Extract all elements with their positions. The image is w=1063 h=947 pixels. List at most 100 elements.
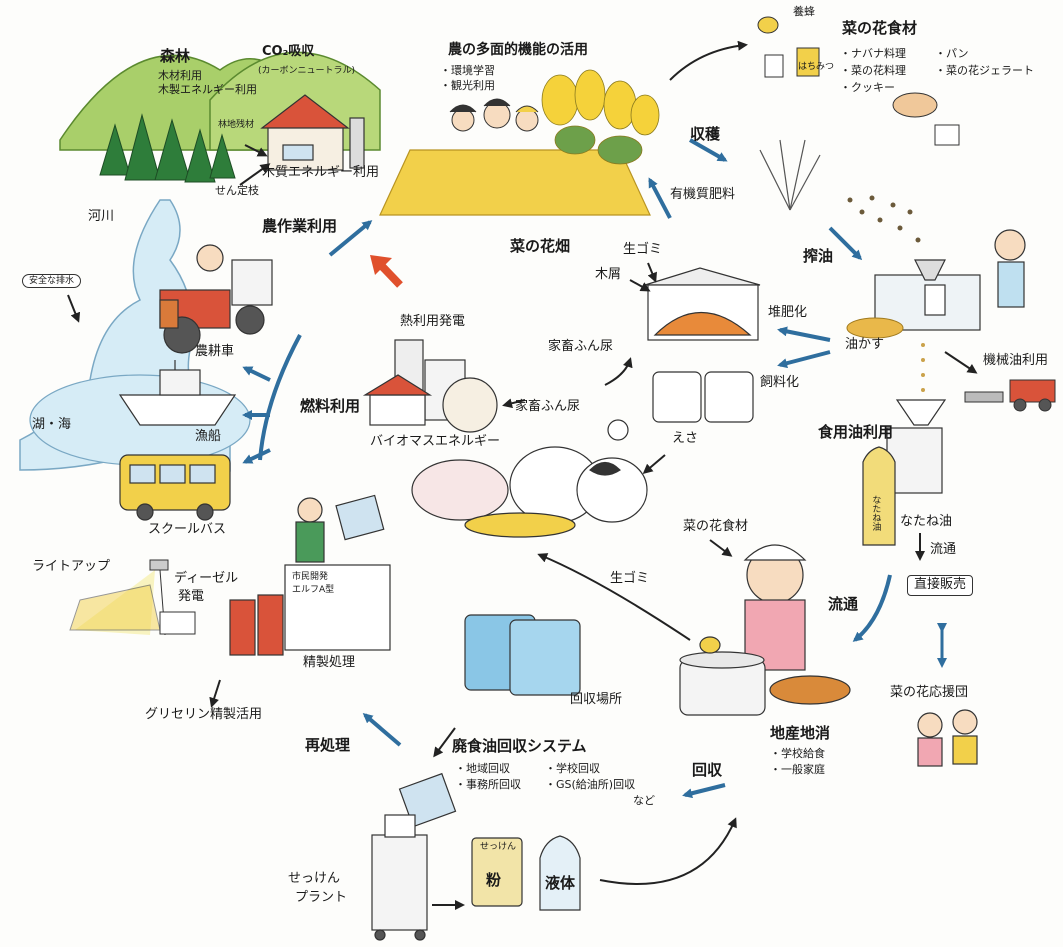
food-items — [892, 92, 960, 146]
arrow-branch — [239, 163, 271, 186]
collect-item-gas-station: ・GS(給油所)回収 — [545, 778, 636, 791]
manure-label-1: 家畜ふん尿 — [548, 339, 614, 354]
collect-item-etc: など — [633, 794, 655, 807]
direct-sale-box: 直接販売 — [907, 575, 974, 596]
oil-cake-label: 油かす — [845, 337, 885, 352]
arrow-fuel-tractor — [242, 366, 271, 382]
school-bus-label: スクールバス — [148, 522, 227, 537]
thinning-label: 林地残材 — [218, 120, 255, 130]
harvested-rapeseed — [759, 139, 821, 211]
river-label: 河川 — [88, 209, 115, 224]
collect-item-office: ・事務所回収 — [455, 778, 521, 791]
machine-name-1: 市民開発 — [292, 572, 329, 582]
lake-sea-label: 湖・海 — [32, 417, 72, 432]
arrow-soap-up — [599, 817, 737, 885]
food-title: 菜の花食材 — [842, 19, 918, 37]
esa-label: えさ — [672, 431, 699, 446]
soap-bags — [471, 835, 581, 911]
collect-item-school: ・学校回収 — [545, 762, 600, 775]
fuel-use-label: 燃料利用 — [300, 397, 361, 415]
tractor-label: 農耕車 — [195, 344, 235, 359]
arrow-farm-work — [328, 220, 373, 257]
machine-name-2: エルフA型 — [292, 585, 335, 595]
arrow-food-in — [709, 539, 733, 557]
forest-trees — [99, 113, 236, 183]
light-up-label: ライトアップ — [32, 559, 111, 574]
fishing-boat-label: 漁船 — [195, 429, 222, 444]
cooking-oil-label: 食用油利用 — [818, 423, 894, 441]
arrow-fuel — [258, 334, 302, 461]
harvest-label: 収穫 — [690, 125, 721, 143]
co2-title: CO₂吸収 — [262, 44, 315, 59]
co2-subtitle: (カーボンニュートラル) — [258, 66, 356, 76]
machine-oil-label: 機械油利用 — [983, 353, 1049, 368]
collection-label: 回収 — [692, 761, 723, 779]
powder-label: 粉 — [486, 871, 502, 889]
oil-cake-pile — [846, 317, 904, 339]
arrow-harvest — [689, 138, 728, 162]
feed-label: 飼料化 — [760, 375, 800, 390]
waste-oil-system-title: 廃食油回収システム — [452, 737, 587, 755]
organic-fertilizer-label: 有機質肥料 — [670, 187, 736, 202]
food-item-cookie: ・クッキー — [840, 81, 895, 94]
tractor — [159, 244, 273, 354]
distribution-label-1: 流通 — [930, 542, 957, 557]
bottle-label: なたね油 — [870, 495, 881, 531]
arrow-manure-up — [604, 357, 633, 386]
pouring-tank — [398, 772, 457, 828]
arrow-garbage — [647, 262, 657, 283]
food-item-bread: ・パン — [935, 47, 969, 60]
forest-item-energy: 木製エネルギー利用 — [158, 83, 257, 96]
collection-point-label: 回収場所 — [570, 692, 623, 707]
oil-press — [874, 229, 1026, 331]
arrow-manure-left — [502, 398, 526, 409]
oil-drips — [921, 343, 925, 392]
glycerin-label: グリセリン精製活用 — [145, 707, 263, 722]
seeds — [847, 195, 921, 243]
collect-item-community: ・地域回収 — [455, 762, 510, 775]
soap-plant-label-1: せっけん — [288, 871, 341, 886]
food-ingredients-label: 菜の花食材 — [683, 519, 749, 534]
biomass-plant — [362, 339, 498, 433]
bee-and-jars — [757, 16, 820, 78]
distribution-label-2: 流通 — [828, 595, 859, 613]
arrow-esa — [642, 454, 666, 474]
arrow-press — [828, 226, 863, 261]
arrow-organic — [648, 177, 672, 219]
arrow-system — [433, 727, 456, 758]
compost-shed — [644, 267, 761, 341]
arrow-distribution — [852, 574, 892, 642]
light-up — [69, 559, 196, 636]
rapeseed-field-label: 菜の花畑 — [510, 237, 571, 255]
wood-energy-label: 木質エネルギー利用 — [262, 165, 380, 180]
farm-title: 農の多面的機能の活用 — [448, 42, 588, 58]
arrow-reprocess — [362, 713, 402, 747]
local-item-home: ・一般家庭 — [770, 763, 825, 776]
manure-label-2: 家畜ふん尿 — [515, 399, 581, 414]
fishing-boat — [118, 360, 237, 426]
supporters-kids — [917, 709, 978, 767]
arrow-wood — [244, 144, 268, 157]
arrow-compost — [777, 326, 831, 342]
arrow-safe-drain — [67, 294, 81, 323]
rapeseed-oil-label: なたね油 — [900, 514, 953, 529]
raw-garbage-label-1: 生ゴミ — [623, 242, 663, 257]
honey-jar-label: はちみつ — [798, 62, 835, 72]
arrow-fuel-bus — [242, 448, 271, 464]
local-title: 地産地消 — [770, 724, 831, 742]
collection-tanks — [464, 614, 581, 696]
food-item-dishes: ・菜の花料理 — [840, 64, 906, 77]
arrow-glycerin — [209, 679, 221, 708]
cook — [679, 544, 851, 716]
raw-garbage-label-2: 生ゴミ — [610, 571, 650, 586]
supporters-label: 菜の花応援団 — [890, 685, 969, 700]
liquid-label: 液体 — [545, 874, 576, 892]
wood-chips-label: 木屑 — [595, 267, 622, 282]
forest-title: 森林 — [160, 47, 191, 65]
biomass-label: バイオマスエネルギー — [370, 434, 501, 449]
soap-plant — [371, 814, 428, 941]
arrow-machine — [944, 351, 978, 374]
safe-drain-label: 安全な排水 — [22, 274, 82, 289]
